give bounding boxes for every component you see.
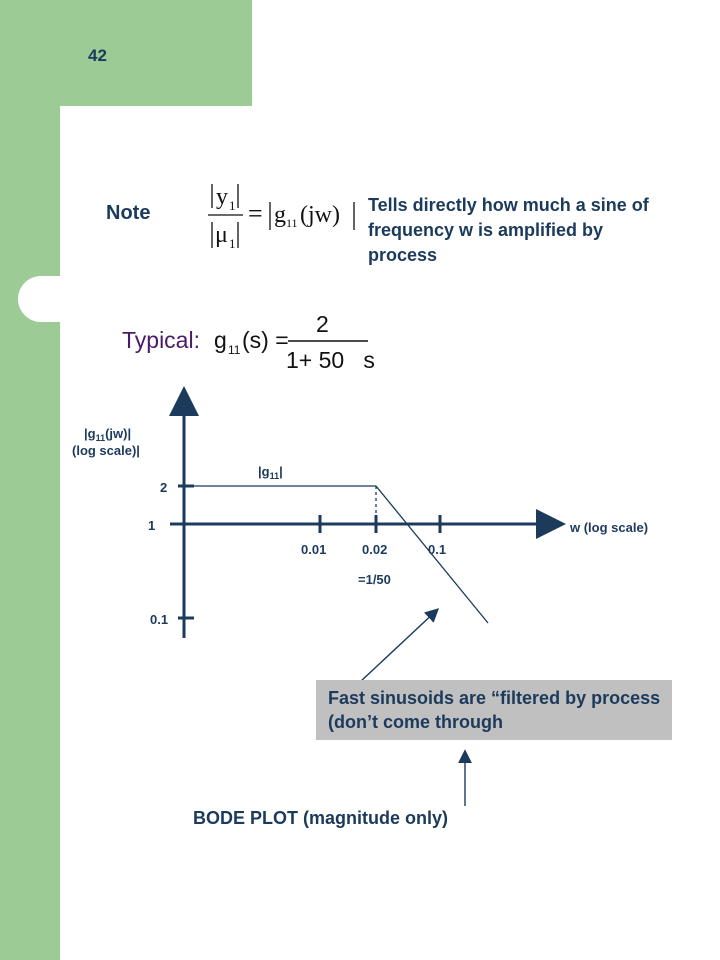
bode-plot-caption: BODE PLOT (magnitude only) (193, 808, 448, 828)
page-number: 42 (88, 46, 107, 65)
typical-formula: Typical: g 11 (s) = 2 1+ 50 s (122, 311, 375, 373)
green-header-block (0, 0, 252, 106)
y-axis-label-start: |g (84, 426, 96, 441)
caption-arrow (458, 749, 472, 806)
x-tick-label-002: 0.02 (362, 542, 387, 557)
note-description: Tells directly how much a sine of freque… (368, 195, 649, 265)
formula-rhs-arg: (jw) (300, 202, 340, 228)
y-axis-label-sub: 11 (96, 433, 106, 443)
callout-text: Fast sinusoids are “filtered by process … (328, 688, 661, 732)
typical-denominator: 1+ 50 s (286, 347, 375, 373)
typical-func: g (214, 327, 227, 353)
formula-numerator: y (216, 184, 228, 210)
bode-plot: 2 1 0.1 0.01 0.02 0.1 =1/50 w (log scale… (72, 386, 648, 680)
green-sidebar-strip (0, 0, 60, 960)
x-tick-label-01: 0.1 (428, 542, 446, 557)
magnitude-rolloff-segment (375, 485, 489, 624)
content-curve (60, 106, 252, 276)
formula-rhs-func: g (274, 202, 286, 228)
formula-denominator: μ (215, 222, 228, 248)
formula-equals: = (248, 199, 263, 228)
y-tick-label-1: 1 (148, 518, 155, 533)
y-tick-label-01: 0.1 (150, 612, 168, 627)
x-axis-label: w (log scale) (569, 520, 648, 535)
svg-text:|g11(jw)|: |g11(jw)| (84, 426, 131, 443)
typical-label: Typical: (122, 327, 200, 353)
callout-box (316, 680, 672, 740)
y-tick-label-2: 2 (160, 480, 167, 495)
formula-fraction: y 1 μ 1 (208, 184, 243, 251)
y-axis-label: |g11(jw)| (log scale)| (72, 426, 140, 458)
curve-label-end: | (279, 464, 283, 479)
y-axis-label-line2: (log scale)| (72, 443, 140, 458)
x-tick-label-001: 0.01 (301, 542, 326, 557)
typical-numerator: 2 (316, 311, 329, 337)
formula-numerator-sub: 1 (229, 198, 236, 213)
corner-annotation: =1/50 (358, 572, 391, 587)
sidebar-tab (18, 276, 78, 322)
y-axis-label-end: (jw)| (105, 426, 131, 441)
curve-label-start: |g (258, 464, 270, 479)
curve-label-sub: 11 (270, 471, 280, 481)
callout-pointer-arrow (361, 608, 440, 680)
typical-func-sub: 11 (228, 343, 241, 357)
formula-rhs-sub: 11 (286, 216, 298, 230)
note-formula: y 1 μ 1 = g 11 (jw) (208, 184, 355, 251)
formula-denominator-sub: 1 (229, 236, 236, 251)
typical-func-arg: (s) = (242, 327, 289, 353)
curve-label: |g11| (258, 464, 283, 481)
note-label: Note (106, 202, 151, 224)
